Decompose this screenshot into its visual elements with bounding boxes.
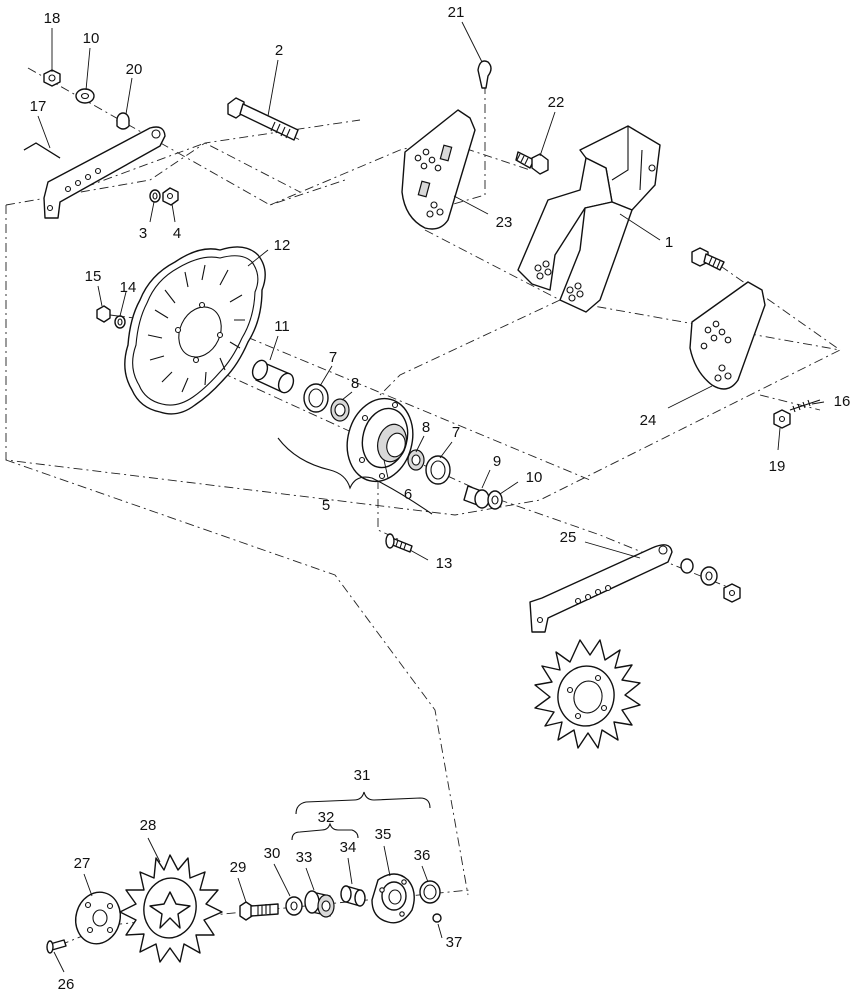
flange-27 (75, 891, 121, 945)
bushing-25-hardware (680, 558, 741, 603)
callout-22: 22 (548, 94, 565, 111)
washer-10-top (75, 88, 95, 104)
plate-23 (401, 109, 476, 230)
callout-36: 36 (414, 847, 431, 864)
brace-32 (291, 822, 359, 841)
lockwasher-3 (149, 189, 161, 203)
callout-3: 3 (139, 225, 147, 242)
callout-17: 17 (30, 98, 47, 115)
brace-31 (295, 791, 431, 815)
callout-30: 30 (264, 845, 281, 862)
sprocket-wheel-upper (534, 639, 641, 749)
bearing-8-right (407, 449, 425, 471)
bolt-frame (691, 247, 725, 271)
callout-13: 13 (436, 555, 453, 572)
callout-8: 8 (422, 419, 430, 436)
seal-7-left (303, 383, 329, 413)
frame-1 (517, 125, 661, 313)
bolt-2 (227, 97, 299, 141)
nut-19 (773, 409, 791, 429)
callout-7: 7 (452, 424, 460, 441)
spacer-34 (340, 885, 366, 907)
nut-4 (162, 187, 179, 206)
callout-31: 31 (354, 767, 371, 784)
pin-17 (23, 142, 61, 159)
callout-18: 18 (44, 10, 61, 27)
brace-5 (277, 437, 433, 515)
callout-20: 20 (126, 61, 143, 78)
bolt-13 (385, 533, 413, 553)
bolt-29 (239, 901, 279, 921)
bolt-22 (515, 151, 549, 175)
nut-15 (96, 305, 111, 323)
callout-7: 7 (329, 349, 337, 366)
callout-4: 4 (173, 225, 181, 242)
bolt-16 (789, 399, 821, 413)
callout-21: 21 (448, 4, 465, 21)
spacer-11 (251, 359, 295, 394)
nut-18 (43, 69, 61, 87)
sprocket-wheel-28 (119, 854, 223, 963)
callout-27: 27 (74, 855, 91, 872)
callout-1: 1 (665, 234, 673, 251)
scraper-disc-12 (124, 246, 266, 415)
seal-36 (419, 880, 441, 904)
washer-10-right (487, 490, 503, 510)
callout-labels: 18 10 20 17 2 21 22 3 4 23 1 12 15 14 11… (30, 4, 851, 993)
callout-8: 8 (351, 375, 359, 392)
callout-25: 25 (560, 529, 577, 546)
seal-7-right (425, 455, 451, 485)
washer-30 (285, 896, 303, 916)
nut-37 (432, 913, 442, 923)
callout-6: 6 (404, 486, 412, 503)
callout-28: 28 (140, 817, 157, 834)
callout-2: 2 (275, 42, 283, 59)
callout-10: 10 (526, 469, 543, 486)
callout-12: 12 (274, 237, 291, 254)
collar-9 (463, 485, 490, 509)
callout-10: 10 (83, 30, 100, 47)
callout-5: 5 (322, 497, 330, 514)
callout-9: 9 (493, 453, 501, 470)
cotter-pin-21 (477, 60, 492, 89)
callout-11: 11 (274, 318, 290, 335)
plate-24 (689, 281, 766, 390)
leader-lines (37, 21, 825, 973)
callout-23: 23 (496, 214, 513, 231)
callout-32: 32 (318, 809, 335, 826)
callout-24: 24 (640, 412, 657, 429)
hub-6 (346, 397, 414, 483)
braces (277, 437, 433, 841)
bearing-8-left (330, 398, 350, 422)
screw-26 (46, 939, 67, 954)
callout-26: 26 (58, 976, 75, 993)
washer-14 (114, 315, 126, 329)
callout-34: 34 (340, 839, 357, 856)
callout-33: 33 (296, 849, 313, 866)
callout-14: 14 (120, 279, 137, 296)
callout-16: 16 (834, 393, 851, 410)
callout-19: 19 (769, 458, 786, 475)
arm-25 (529, 544, 673, 633)
bushing-20 (116, 112, 130, 130)
callout-35: 35 (375, 826, 392, 843)
hub-35 (371, 873, 415, 924)
arm-bracket-left (43, 126, 166, 219)
callout-37: 37 (446, 934, 463, 951)
callout-15: 15 (85, 268, 102, 285)
callout-29: 29 (230, 859, 247, 876)
bearing-33 (304, 890, 335, 918)
